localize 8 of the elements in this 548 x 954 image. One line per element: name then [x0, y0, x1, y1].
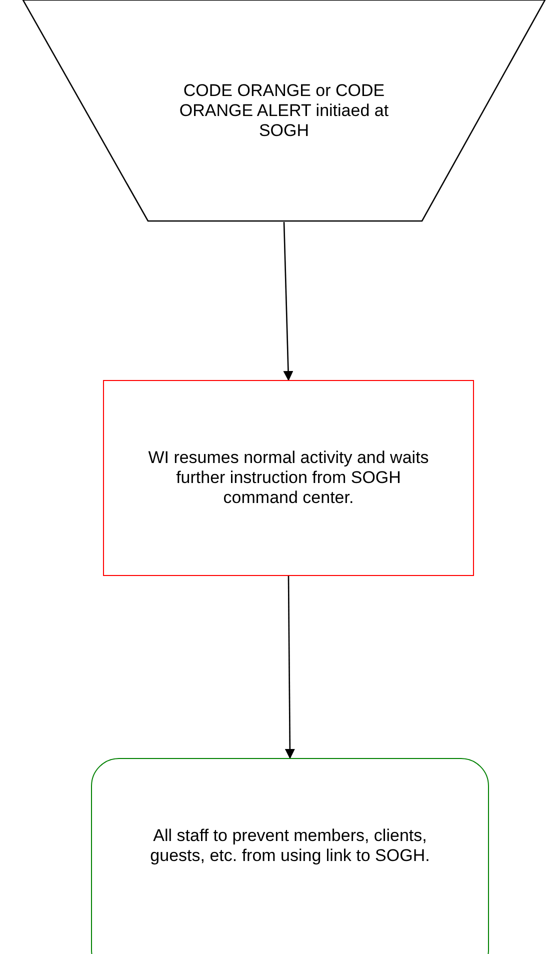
arrow — [283, 222, 294, 381]
trapezoid-shape — [22, 0, 546, 222]
terminal-box — [91, 758, 489, 954]
arrow — [284, 576, 295, 759]
node-text: All staff to prevent members, clients, guests, etc. from using link to SOGH. — [149, 826, 431, 866]
process-box — [103, 380, 474, 576]
node-text: CODE ORANGE or CODE ORANGE ALERT initiaed at SOGH — [178, 81, 390, 141]
node-text: WI resumes normal activity and waits further instruction from SOGH command center. — [147, 448, 430, 508]
